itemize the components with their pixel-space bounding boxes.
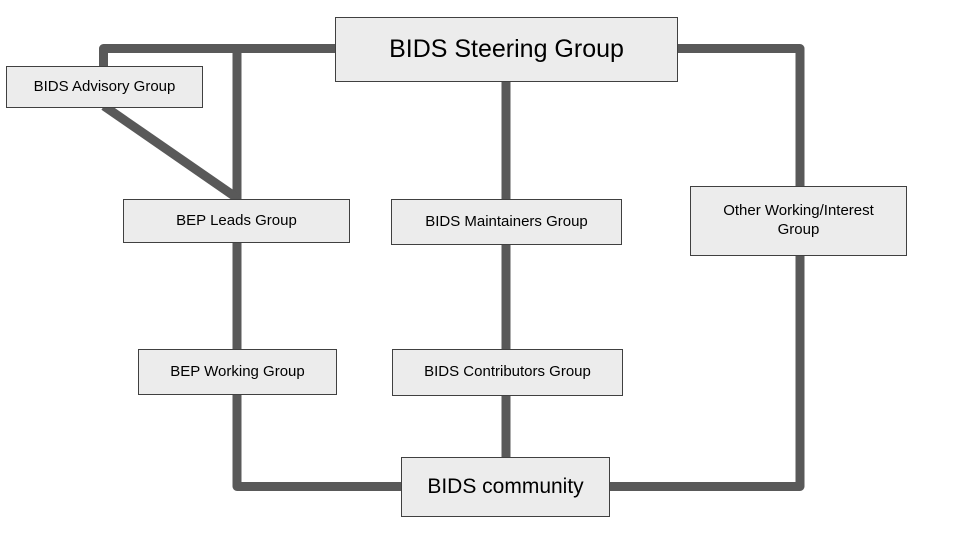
node-bids-community: BIDS community xyxy=(401,457,610,517)
node-bids-steering-group: BIDS Steering Group xyxy=(335,17,678,82)
node-bep-leads-group: BEP Leads Group xyxy=(123,199,350,243)
node-label: BIDS Contributors Group xyxy=(424,363,591,381)
node-bep-working-group: BEP Working Group xyxy=(138,349,337,395)
node-label: BIDS Advisory Group xyxy=(33,77,176,95)
node-label: BIDS Steering Group xyxy=(389,34,624,63)
node-label: BIDS Maintainers Group xyxy=(425,212,588,230)
node-label: BEP Leads Group xyxy=(176,211,297,229)
node-label: Other Working/Interest Group xyxy=(723,202,874,238)
node-bids-advisory-group: BIDS Advisory Group xyxy=(6,66,203,108)
node-label: BEP Working Group xyxy=(170,362,305,380)
node-label: BIDS community xyxy=(427,474,584,498)
connector-advisory-diagonal xyxy=(101,102,240,202)
node-bids-contributors-group: BIDS Contributors Group xyxy=(392,349,623,396)
connector-left-column xyxy=(232,48,403,491)
node-bids-maintainers-group: BIDS Maintainers Group xyxy=(391,199,622,245)
connector-top-right-loop xyxy=(99,44,805,491)
node-other-working-interest-group: Other Working/Interest Group xyxy=(690,186,907,256)
